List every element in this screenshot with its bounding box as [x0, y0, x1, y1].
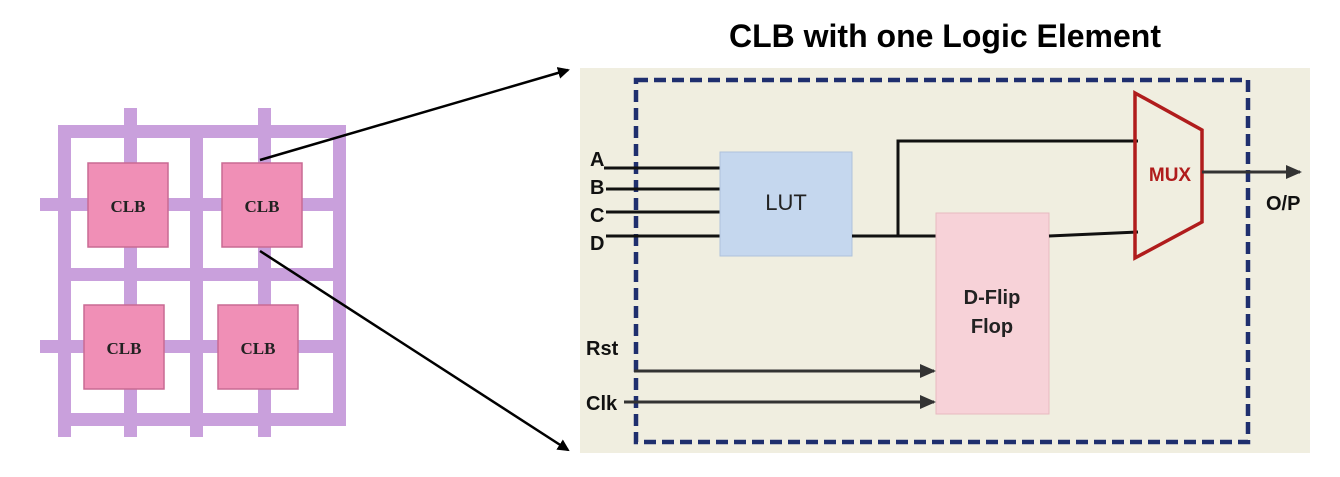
interconnect-v-3	[190, 125, 203, 437]
clb-array: CLB CLB CLB CLB	[40, 108, 346, 437]
clb-label-4: CLB	[241, 339, 276, 358]
clb-label-3: CLB	[107, 339, 142, 358]
lut-block	[719, 151, 853, 257]
clb-block-4	[217, 304, 299, 390]
clb-block-1	[87, 162, 169, 248]
lut-bypass-wire	[896, 139, 1138, 236]
logic-element-panel: A B C D LUT D-Flip Flop MUX O/P Rst Clk	[580, 68, 1310, 453]
output-label: O/P	[1266, 193, 1300, 215]
rst-label: Rst	[586, 338, 619, 360]
clb-block-3	[83, 304, 165, 390]
zoom-arrow-bottom	[259, 249, 570, 452]
interconnect-v-1	[58, 125, 71, 437]
flipflop-to-mux-wire	[1048, 230, 1139, 238]
input-label-c: C	[590, 205, 604, 227]
diagram-title: CLB with one Logic Element	[728, 18, 1161, 54]
mux-block	[1133, 90, 1204, 261]
input-label-a: A	[590, 149, 604, 171]
clb-label-2: CLB	[245, 197, 280, 216]
input-label-b: B	[590, 177, 604, 199]
lut-label: LUT	[765, 190, 807, 215]
clb-label-1: CLB	[111, 197, 146, 216]
zoom-arrow-top	[259, 67, 570, 162]
flipflop-label-line2: Flop	[971, 316, 1013, 338]
interconnect-v-5	[333, 125, 346, 425]
flipflop-label-line1: D-Flip	[964, 287, 1021, 309]
clk-label: Clk	[586, 393, 618, 415]
input-label-d: D	[590, 233, 604, 255]
clb-block-2	[221, 162, 303, 248]
logic-element-border	[633, 77, 1251, 445]
flipflop-block	[935, 212, 1050, 415]
mux-label: MUX	[1149, 165, 1192, 186]
